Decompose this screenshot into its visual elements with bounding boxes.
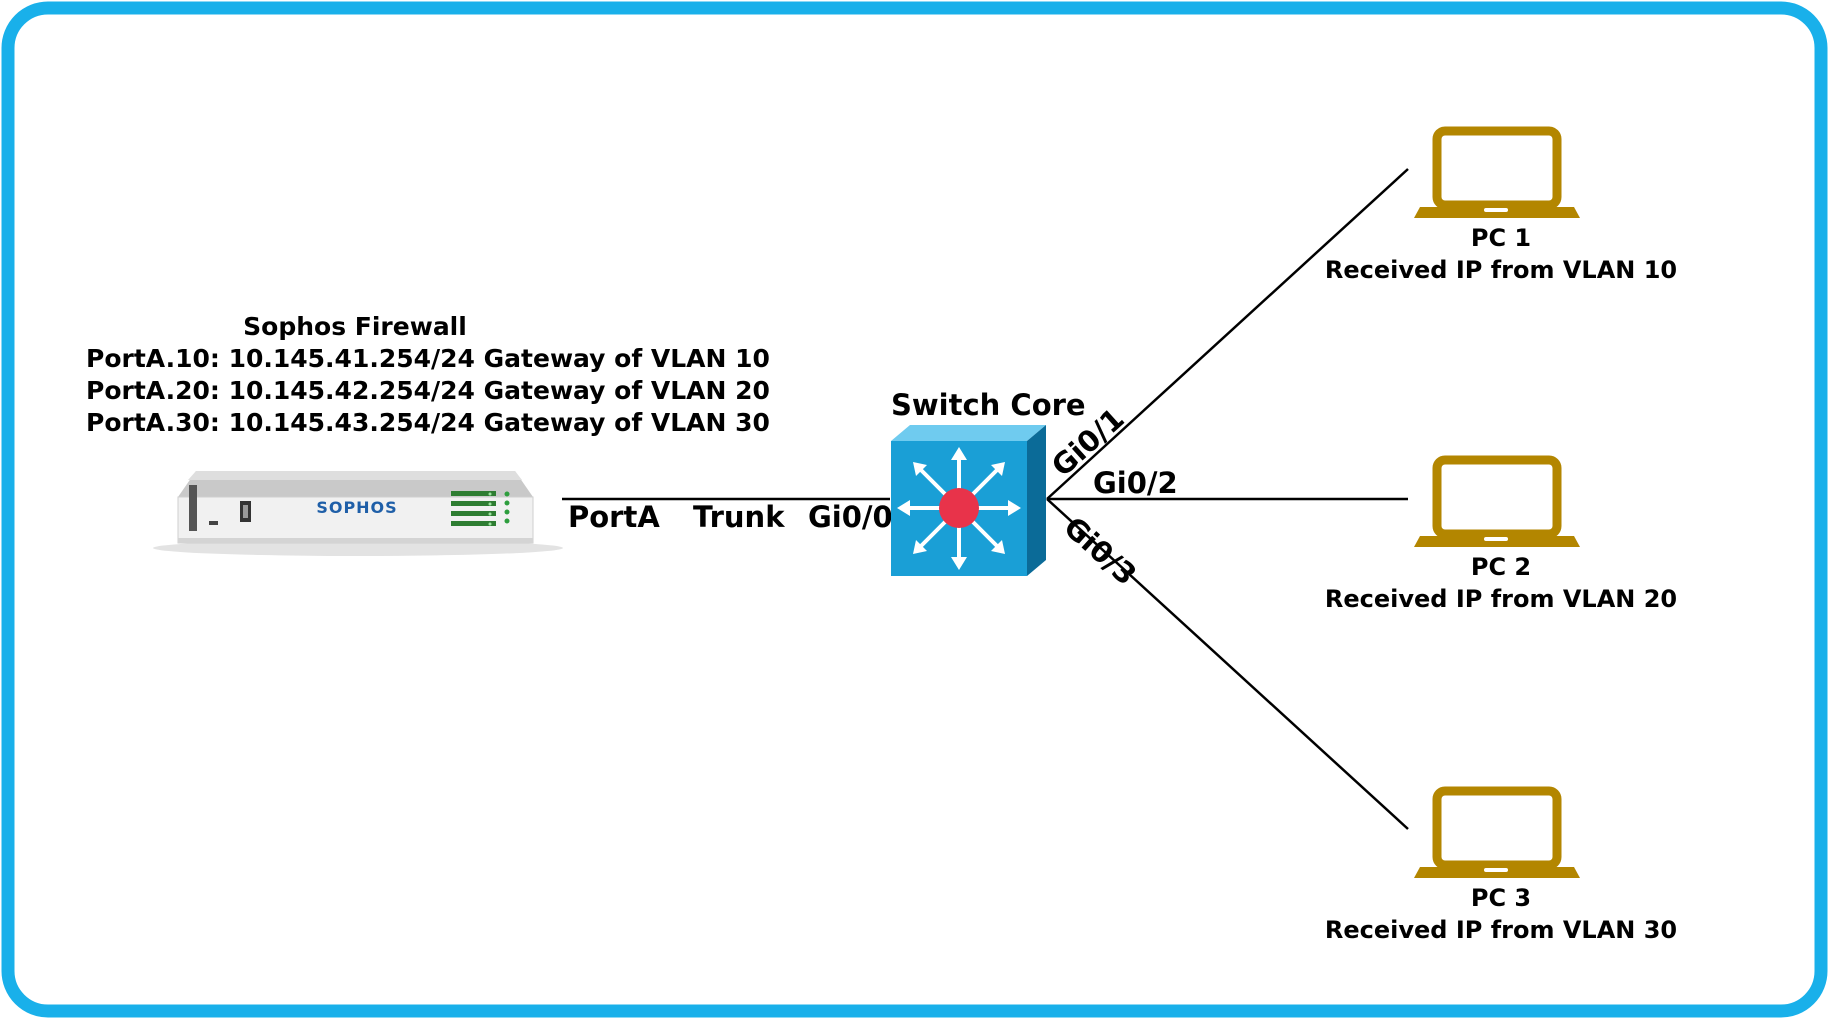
laptop-icon <box>1414 786 1580 878</box>
pc1: PC 1 Received IP from VLAN 10 <box>1325 126 1677 284</box>
pc2: PC 2 Received IP from VLAN 20 <box>1325 455 1677 613</box>
firewall-title: Sophos Firewall <box>243 312 467 341</box>
core-switch-icon <box>891 425 1046 576</box>
trunk-label: Trunk <box>693 500 785 534</box>
firewall-line: PortA.10: 10.145.41.254/24 Gateway of VL… <box>86 344 770 373</box>
pc-name: PC 3 <box>1471 884 1531 912</box>
laptop-icon <box>1414 455 1580 547</box>
link-line-pc3 <box>1046 498 1409 830</box>
laptop-icon <box>1414 126 1580 218</box>
switch-port-label-gi02: Gi0/2 <box>1093 466 1178 500</box>
firewall-appliance: SOPHOS <box>153 471 563 556</box>
switch-uplink-port-label: Gi0/0 <box>808 500 893 534</box>
firewall-line: PortA.30: 10.145.43.254/24 Gateway of VL… <box>86 408 770 437</box>
firewall-port-leds <box>451 491 510 526</box>
firewall-line: PortA.20: 10.145.42.254/24 Gateway of VL… <box>86 376 770 405</box>
switch-arrows <box>897 447 1021 570</box>
pc-status: Received IP from VLAN 20 <box>1325 585 1677 613</box>
pc-status: Received IP from VLAN 30 <box>1325 916 1677 944</box>
link-line-pc1 <box>1046 168 1409 500</box>
pc-name: PC 1 <box>1471 224 1531 252</box>
firewall-port-label: PortA <box>568 500 660 534</box>
pc-name: PC 2 <box>1471 553 1531 581</box>
pc-status: Received IP from VLAN 10 <box>1325 256 1677 284</box>
firewall-brand-label: SOPHOS <box>316 498 397 517</box>
pc3: PC 3 Received IP from VLAN 30 <box>1325 786 1677 944</box>
switch-center-dot <box>939 488 979 528</box>
switch-title: Switch Core <box>891 388 1086 422</box>
